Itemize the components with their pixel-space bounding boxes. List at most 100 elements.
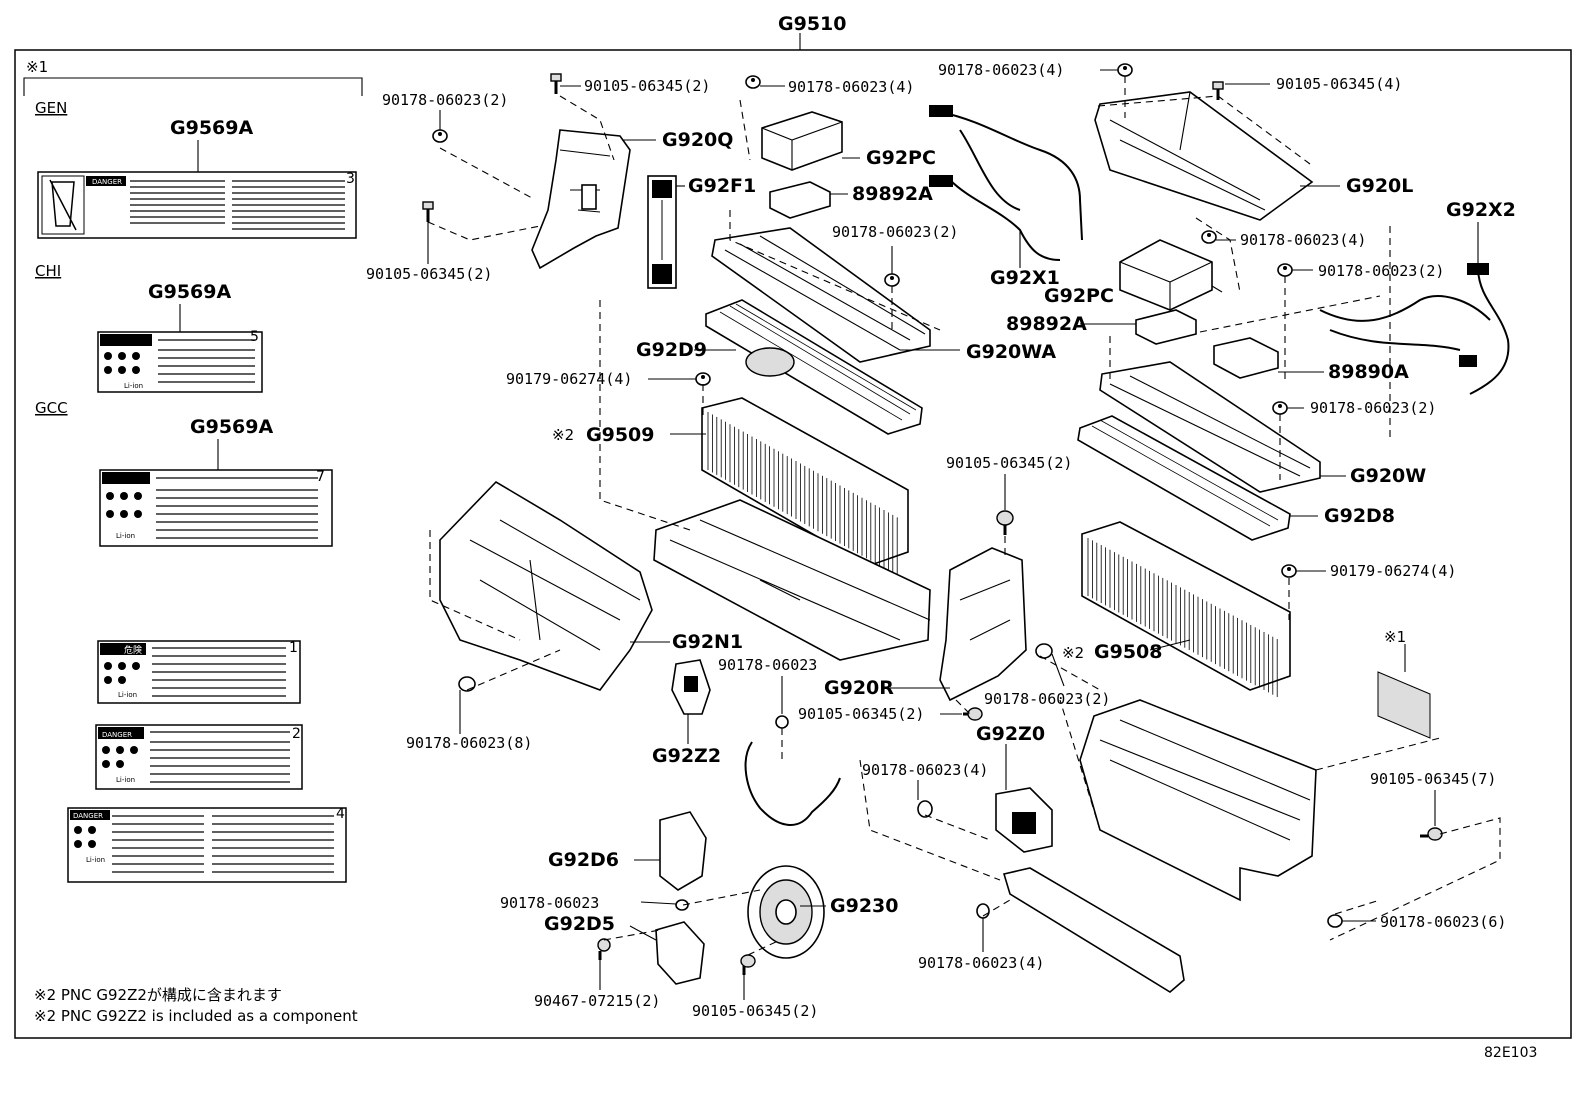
callout-c48: 90178-06023(4) [918, 954, 1044, 972]
label-part-gen: G9569A [170, 117, 253, 139]
callout-c47: 90178-06023(6) [1380, 913, 1506, 931]
nut-90178-j [775, 715, 789, 729]
part-g92d5 [655, 921, 705, 985]
part-g92z2 [671, 659, 711, 715]
label-text-danger-2: DANGER [102, 731, 132, 739]
label-text-liion-1: Li-ion [118, 691, 137, 699]
part-89892a-right [1135, 309, 1197, 345]
section-chi: CHI [35, 262, 61, 280]
callout-c33: ※2 [1062, 644, 1084, 662]
warning-label-1: 危険 Li-ion 1 [97, 640, 301, 704]
label-sheet-note1 [1377, 671, 1431, 739]
part-g92x2 [1319, 263, 1510, 395]
label-number-4: 4 [336, 806, 345, 822]
callout-c02: 90178-06023(2) [382, 91, 508, 109]
callout-c46: G9230 [830, 895, 898, 917]
callout-c41: 90178-06023(4) [862, 761, 988, 779]
callout-c19: 89890A [1328, 361, 1409, 383]
part-g92z0 [995, 787, 1053, 853]
nut-90178-e [1277, 263, 1293, 277]
part-lower-case-left [653, 499, 931, 661]
callout-c08: 89892A [852, 183, 933, 205]
footnote-jp: ※2 PNC G92Z2が構成に含まれます [34, 986, 282, 1004]
warning-label-gen: DANGER 3 [37, 171, 357, 239]
callout-c04: G92F1 [688, 175, 756, 197]
label-text-danger-4: DANGER [73, 812, 103, 820]
diagram-frame [14, 49, 1572, 1039]
nut-90178-i [458, 676, 476, 692]
footnote-en: ※2 PNC G92Z2 is included as a component [34, 1007, 358, 1025]
callout-c23: ※2 [552, 426, 574, 444]
callout-c43: G92D6 [548, 849, 619, 871]
callout-c37: 90105-06345(2) [798, 705, 924, 723]
callout-c42: 90105-06345(7) [1370, 770, 1496, 788]
part-lower-tray [1079, 699, 1317, 902]
bolt-90105-d [996, 510, 1014, 535]
diagram-title: G9510 [778, 13, 846, 35]
label-text-danger-en: DANGER [92, 178, 122, 186]
callout-c09: 90178-06023(4) [938, 61, 1064, 79]
nut-90178-d [1201, 230, 1217, 244]
label-text-liion-4: Li-ion [86, 856, 105, 864]
label-text-liion-chi: Li-ion [124, 382, 143, 390]
callout-c44: 90178-06023 [500, 894, 599, 912]
part-g92x1 [929, 105, 1083, 261]
warning-label-chi: Li-ion 5 [97, 329, 263, 393]
bolt-90467 [597, 938, 611, 960]
callout-c12: G92X2 [1446, 199, 1516, 221]
label-text-liion-2: Li-ion [116, 776, 135, 784]
callout-c28: G92D8 [1324, 505, 1395, 527]
nut-90178-m [1327, 914, 1343, 928]
nut-90178-c [1117, 63, 1133, 77]
callout-c17: G92PC [1044, 285, 1114, 307]
label-number-2: 2 [292, 726, 301, 742]
callout-c36: 90178-06023(2) [984, 690, 1110, 708]
callout-c38: 90178-06023(8) [406, 734, 532, 752]
label-number-5: 5 [250, 329, 259, 345]
part-g920l [1094, 91, 1314, 221]
label-part-gcc: G9569A [190, 416, 273, 438]
callout-c30: G92N1 [672, 631, 743, 653]
part-g920wa [711, 227, 931, 363]
nut-90178-l [675, 899, 689, 911]
bolt-90105-g [740, 954, 756, 975]
bolt-90105-a [550, 73, 562, 94]
callout-c21: G920WA [966, 341, 1056, 363]
label-number-3: 3 [346, 171, 355, 187]
part-g92n1 [439, 480, 653, 691]
part-89890a [1213, 337, 1279, 379]
bolt-90105-b [422, 201, 434, 222]
section-gen: GEN [35, 99, 67, 117]
callout-c25: 90178-06023(2) [1310, 399, 1436, 417]
callout-c45: G92D5 [544, 913, 615, 935]
part-g92d6 [659, 811, 707, 891]
part-89892a-left [769, 181, 831, 219]
callout-c50: 90105-06345(2) [692, 1002, 818, 1020]
warning-label-gcc: Li-ion 7 [99, 469, 333, 547]
callout-c05: 90105-06345(2) [366, 265, 492, 283]
callout-c11: G920L [1346, 175, 1413, 197]
callout-c06: 90178-06023(4) [788, 78, 914, 96]
nut-90178-a [432, 129, 448, 143]
part-g92pc-left [761, 111, 843, 171]
part-lower-rail [1002, 867, 1185, 993]
part-g920q [531, 129, 631, 270]
callout-c29: 90179-06274(4) [1330, 562, 1456, 580]
nut-90179-b [1281, 564, 1297, 578]
callout-c32: 90178-06023 [718, 656, 817, 674]
callout-c20: G92D9 [636, 339, 707, 361]
warning-label-2: DANGER Li-ion 2 [95, 724, 303, 790]
nut-90178-k [917, 800, 933, 818]
warning-label-4: DANGER Li-ion 4 [67, 806, 347, 883]
label-text-danger-jp: 危険 [124, 644, 142, 656]
label-number-7: 7 [316, 469, 325, 485]
part-g92d8 [1077, 415, 1291, 541]
label-part-chi: G9569A [148, 281, 231, 303]
callouts: 90105-06345(2) 90178-06023(2) G920Q G92F… [366, 61, 1516, 1020]
assembly-lines [427, 76, 1501, 956]
callout-c03: G920Q [662, 129, 733, 151]
callout-c26: 90105-06345(2) [946, 454, 1072, 472]
nut-90178-h [1035, 643, 1053, 659]
part-g9509 [701, 397, 909, 576]
